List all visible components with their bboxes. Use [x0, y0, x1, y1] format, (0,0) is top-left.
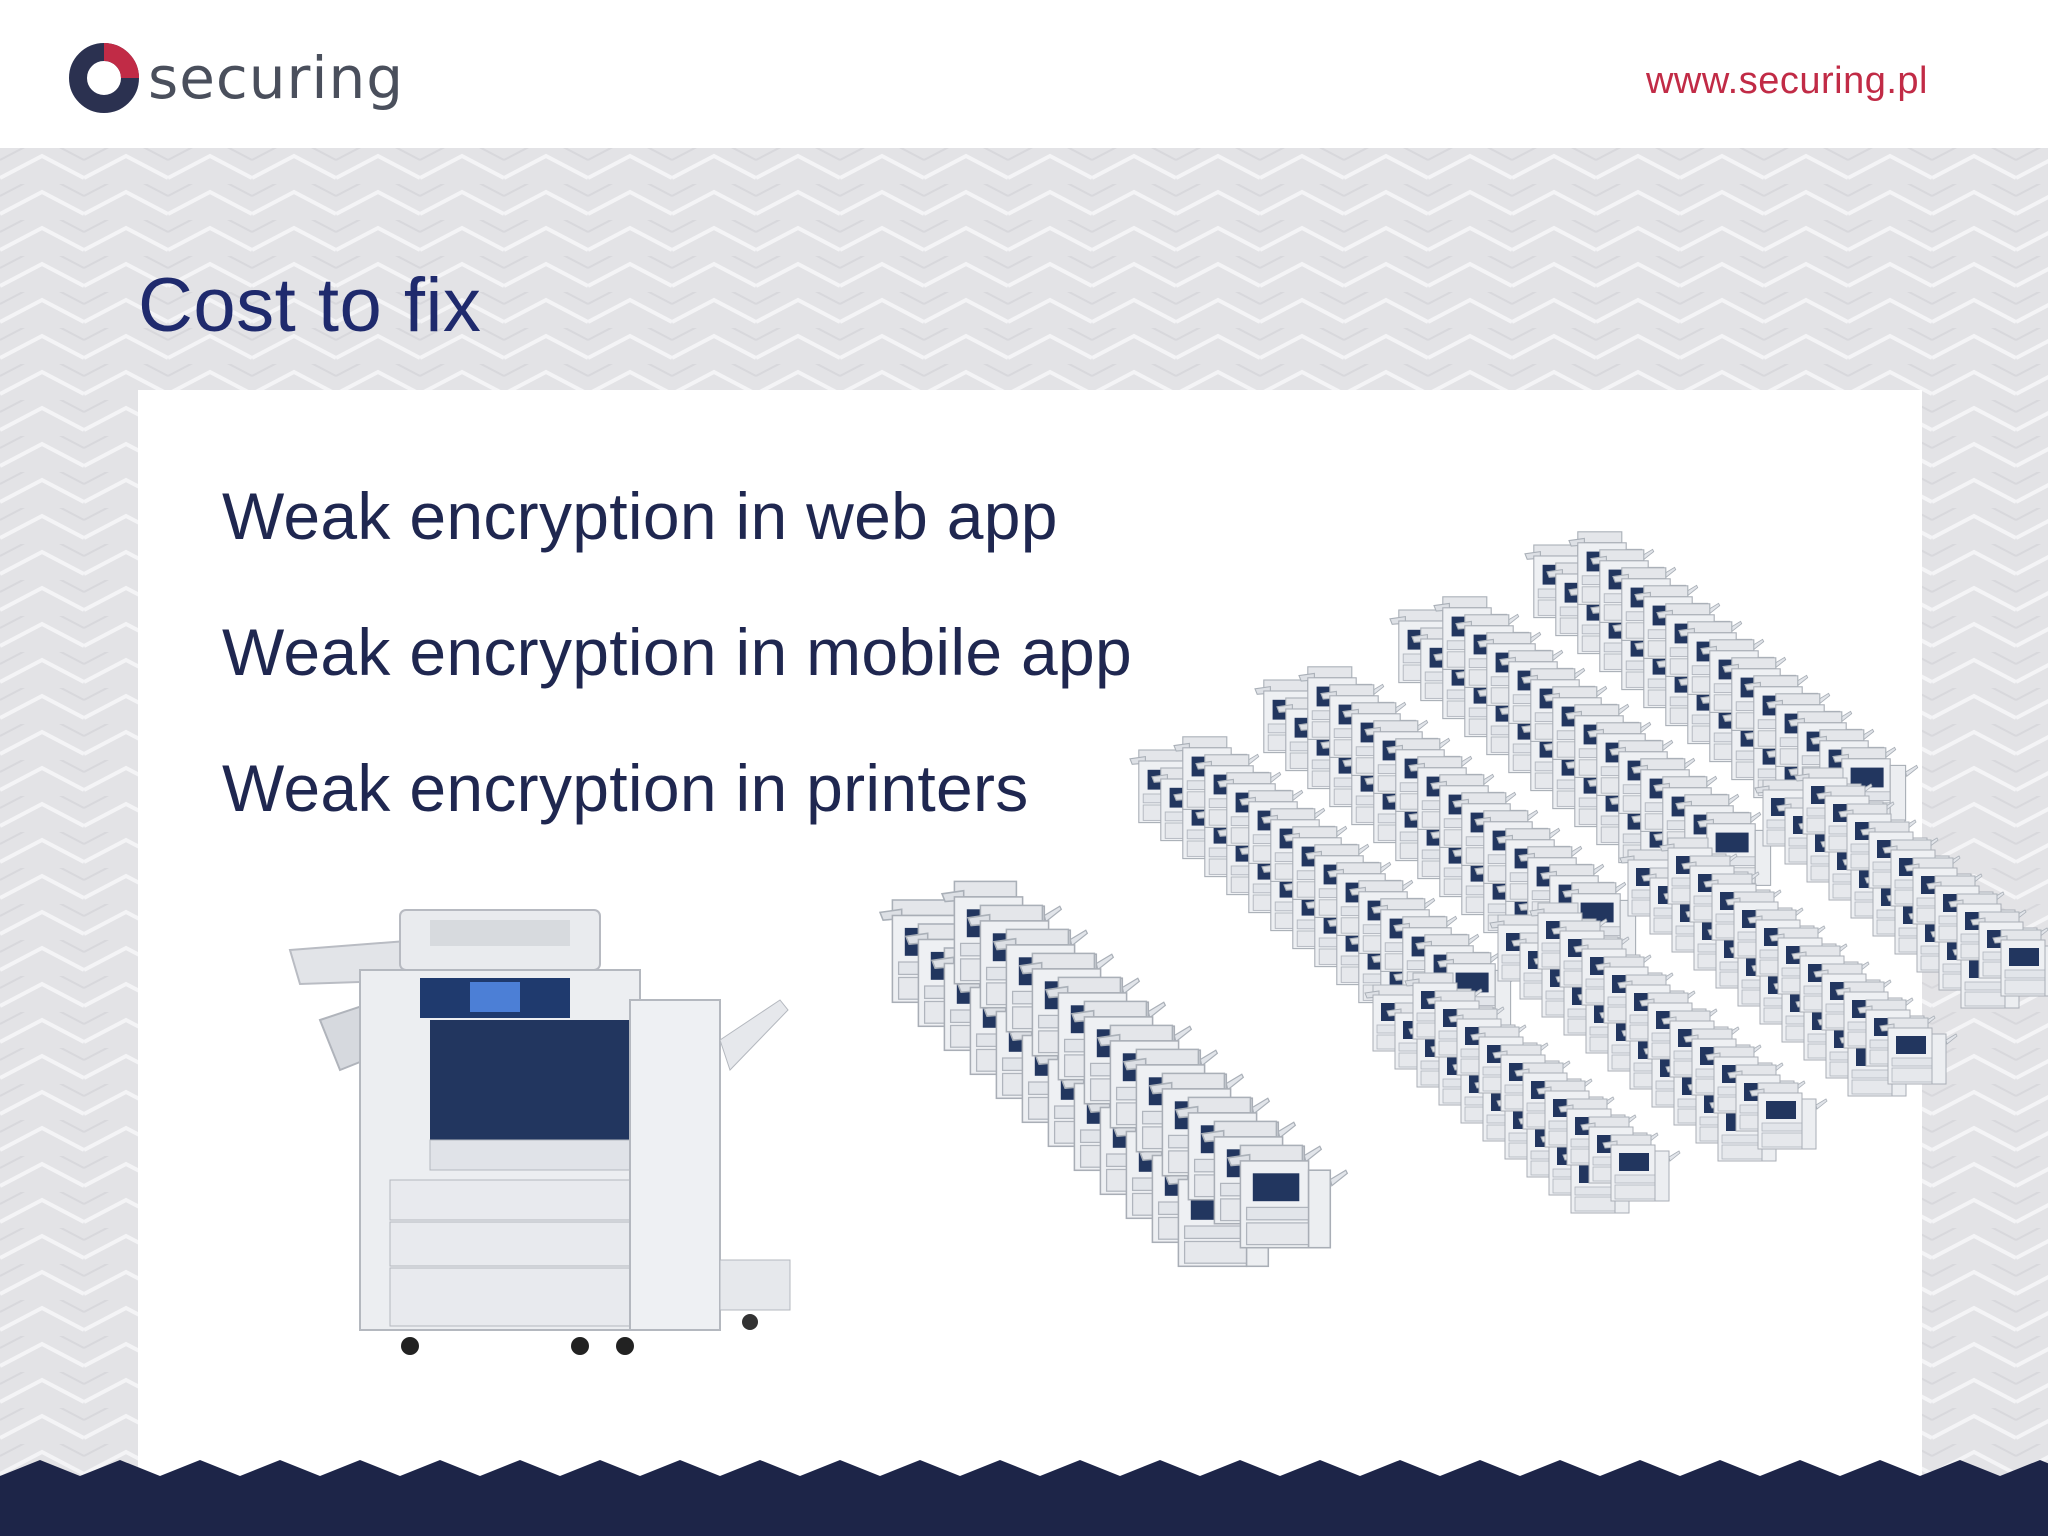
printer-icon — [1226, 1144, 1349, 1249]
bullet-mobile-app: Weak encryption in mobile app — [222, 615, 1132, 689]
bullet-web-app: Weak encryption in web app — [222, 479, 1058, 553]
securing-logo[interactable]: securing — [68, 38, 403, 120]
securing-ring-logo-icon — [69, 43, 139, 113]
printer-icon — [1879, 1017, 1958, 1085]
bullet-list: Weak encryption in web app Weak encrypti… — [222, 476, 1132, 884]
printer-grid-illustration — [878, 531, 2048, 1268]
single-printer-illustration — [280, 900, 820, 1374]
printer-icon — [1992, 929, 2048, 997]
printer-icon — [288, 909, 791, 1355]
printer-icon — [1602, 1134, 1681, 1202]
bullet-printers: Weak encryption in printers — [222, 751, 1029, 825]
header-bar: securing www.securing.pl — [0, 0, 2048, 148]
website-url-link[interactable]: www.securing.pl — [1645, 60, 1928, 102]
printer-icon — [1749, 1082, 1828, 1150]
slide-title: Cost to fix — [138, 263, 482, 348]
logo-text: securing — [148, 44, 405, 112]
footer-band — [0, 1460, 2048, 1536]
